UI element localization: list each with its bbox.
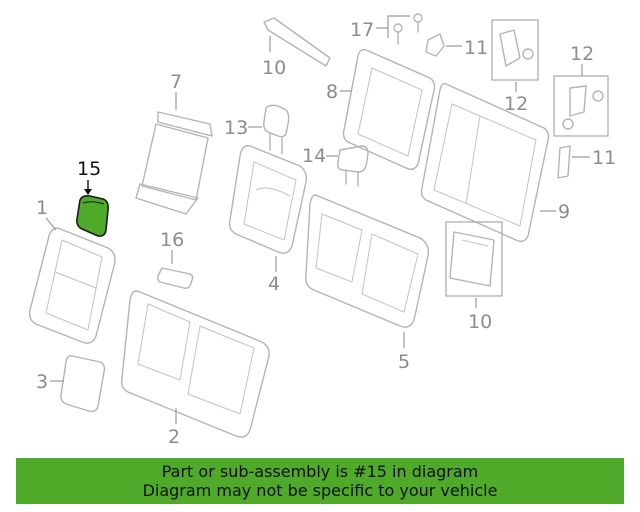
callout-10[interactable]: 10 <box>262 36 286 79</box>
part-12-hardware-box-a <box>491 19 539 81</box>
part-2-seat-cushion <box>120 290 270 438</box>
svg-text:10: 10 <box>262 57 286 79</box>
callout-16[interactable]: 16 <box>160 229 184 264</box>
part-14-headrest <box>337 145 369 187</box>
callout-7[interactable]: 8 <box>326 81 352 103</box>
svg-text:15: 15 <box>77 158 101 180</box>
svg-text:4: 4 <box>268 273 280 295</box>
callout-14[interactable]: 14 <box>302 145 338 167</box>
callout-12a[interactable]: 12 <box>504 82 528 115</box>
part-7-frame <box>342 48 436 171</box>
part-13-headrest <box>263 104 290 155</box>
part-11-bracket-top <box>425 33 445 57</box>
callout-3[interactable]: 3 <box>36 371 64 393</box>
part-9-panel <box>445 221 503 297</box>
callout-5[interactable]: 5 <box>398 332 410 373</box>
part-8-frame <box>420 82 550 243</box>
svg-text:8: 8 <box>326 81 338 103</box>
part-5-seat-back-large <box>304 194 430 328</box>
svg-text:17: 17 <box>350 19 374 41</box>
part-3-armrest <box>60 355 106 413</box>
part-17-fasteners <box>393 13 423 45</box>
svg-text:11: 11 <box>592 147 616 169</box>
part-15-highlighted[interactable] <box>76 195 109 237</box>
banner-line-1: Part or sub-assembly is #15 in diagram <box>161 462 479 481</box>
svg-text:12: 12 <box>570 43 594 65</box>
part-10-bar <box>263 17 331 67</box>
info-banner: Part or sub-assembly is #15 in diagram D… <box>16 458 624 504</box>
callout-6[interactable]: 7 <box>170 71 182 110</box>
svg-text:1: 1 <box>36 197 48 219</box>
part-16-pad <box>157 267 194 289</box>
callout-11-side[interactable]: 11 <box>572 147 616 169</box>
svg-text:14: 14 <box>302 145 326 167</box>
part-1-seat-back <box>28 227 116 344</box>
callout-1[interactable]: 1 <box>36 197 57 231</box>
callout-8[interactable]: 9 <box>540 201 570 223</box>
callout-2[interactable]: 2 <box>168 408 180 448</box>
svg-text:11: 11 <box>464 37 488 59</box>
svg-text:13: 13 <box>224 117 248 139</box>
svg-text:9: 9 <box>558 201 570 223</box>
svg-text:10: 10 <box>468 311 492 333</box>
parts-diagram: 15 1 3 2 16 7 <box>28 13 616 448</box>
callout-17[interactable]: 17 <box>350 15 410 41</box>
banner-line-2: Diagram may not be specific to your vehi… <box>142 481 498 500</box>
svg-text:3: 3 <box>36 371 48 393</box>
part-11-bracket-side <box>557 145 571 179</box>
part-6-panel <box>135 111 213 215</box>
svg-text:16: 16 <box>160 229 184 251</box>
callout-15[interactable]: 15 <box>77 158 101 195</box>
part-4-seat-back-center <box>228 145 308 254</box>
callout-9[interactable]: 10 <box>468 298 492 333</box>
part-12-hardware-box-b: 12 <box>553 43 609 137</box>
svg-text:12: 12 <box>504 93 528 115</box>
callout-11-top[interactable]: 11 <box>446 37 488 59</box>
svg-text:5: 5 <box>398 351 410 373</box>
svg-text:2: 2 <box>168 426 180 448</box>
callout-4[interactable]: 4 <box>268 256 280 295</box>
svg-text:7: 7 <box>170 71 182 93</box>
callout-13[interactable]: 13 <box>224 117 262 139</box>
